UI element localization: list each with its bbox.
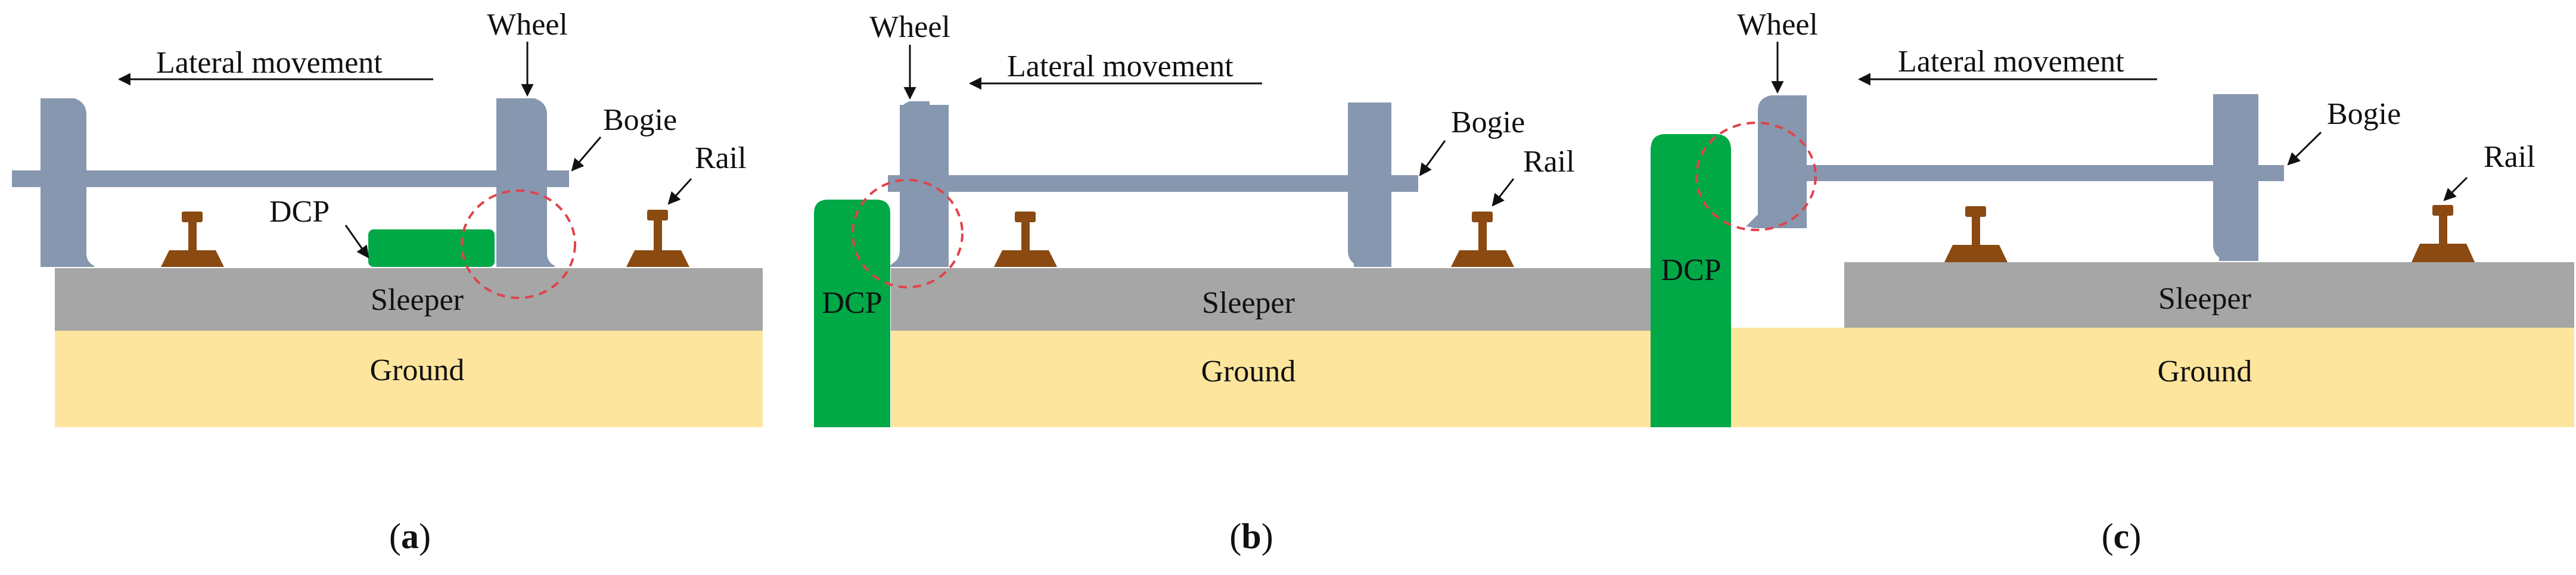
rail-label: Rail bbox=[695, 141, 747, 175]
caption-b: (b) bbox=[1229, 517, 1273, 556]
wheel-right-flange bbox=[2213, 95, 2221, 113]
panel-c: Wheel Lateral movement Bogie Rail DCP Sl… bbox=[1651, 8, 2574, 556]
bogie-pointer bbox=[2287, 131, 2322, 166]
wheel-right bbox=[496, 98, 555, 267]
rail-label: Rail bbox=[2484, 140, 2535, 174]
ground-label: Ground bbox=[1201, 355, 1296, 388]
rail-label: Rail bbox=[1523, 145, 1575, 179]
rail-left bbox=[161, 212, 224, 267]
caption-open: ( bbox=[389, 517, 401, 556]
caption-open: ( bbox=[1229, 517, 1241, 556]
bogie-pointer bbox=[1419, 140, 1446, 176]
wheel-left bbox=[41, 98, 94, 267]
rail-right bbox=[2412, 205, 2475, 262]
sleeper-block bbox=[891, 268, 1657, 331]
bogie-axle bbox=[1782, 165, 2284, 181]
wheel-left-flange bbox=[1746, 215, 1758, 228]
sleeper-label: Sleeper bbox=[371, 283, 464, 317]
panel-a: Wheel Lateral movement Bogie Rail DCP Sl… bbox=[12, 8, 763, 556]
contact-circle bbox=[852, 179, 964, 288]
rail-right bbox=[1451, 212, 1514, 267]
dcp-label: DCP bbox=[1661, 253, 1721, 287]
caption-c: (c) bbox=[2102, 517, 2142, 556]
wheel-label: Wheel bbox=[487, 8, 568, 42]
rail-left bbox=[1944, 206, 2008, 262]
bogie-pointer bbox=[571, 136, 602, 172]
lateral-movement-label: Lateral movement bbox=[1007, 49, 1233, 83]
wheel-right bbox=[1348, 102, 1391, 267]
sleeper-label: Sleeper bbox=[2158, 282, 2251, 316]
bogie-axle bbox=[12, 170, 569, 187]
caption-close: ) bbox=[1261, 517, 1273, 556]
dcp-label: DCP bbox=[269, 195, 330, 229]
panel-b: Wheel Lateral movement Bogie Rail DCP Sl… bbox=[814, 10, 1657, 556]
wheel-left bbox=[1752, 95, 1807, 228]
bogie-label: Bogie bbox=[1451, 105, 1525, 139]
caption-close: ) bbox=[2129, 517, 2141, 556]
caption-letter: c bbox=[2114, 517, 2130, 556]
rail-pointer bbox=[1491, 178, 1515, 207]
caption-letter: b bbox=[1241, 517, 1261, 556]
bogie-axle bbox=[888, 175, 1418, 192]
sleeper-block bbox=[55, 268, 763, 331]
lateral-movement-label: Lateral movement bbox=[156, 46, 383, 80]
sleeper-label: Sleeper bbox=[1202, 286, 1295, 320]
lateral-movement-label: Lateral movement bbox=[1898, 45, 2124, 79]
ground-block bbox=[55, 331, 763, 427]
ground-label: Ground bbox=[2158, 355, 2252, 388]
dcp-label: DCP bbox=[822, 286, 882, 320]
dcp-block bbox=[1651, 134, 1731, 427]
caption-letter: a bbox=[401, 517, 419, 556]
wheel-right-flange bbox=[1348, 102, 1356, 119]
wheel-label: Wheel bbox=[1737, 8, 1818, 42]
sleeper-block bbox=[1844, 262, 2574, 328]
caption-a: (a) bbox=[389, 517, 431, 556]
rail-pointer bbox=[667, 178, 692, 205]
bogie-label: Bogie bbox=[2327, 97, 2401, 131]
rail-pointer bbox=[2443, 176, 2468, 201]
caption-open: ( bbox=[2102, 517, 2114, 556]
caption-close: ) bbox=[419, 517, 431, 556]
wheel-left-rim bbox=[900, 105, 949, 267]
dcp-block bbox=[368, 229, 495, 267]
rail-left bbox=[994, 212, 1057, 267]
contact-circle bbox=[461, 189, 576, 299]
dcp-pointer bbox=[344, 225, 369, 259]
dcp-block bbox=[814, 200, 890, 427]
wheel-label: Wheel bbox=[869, 10, 950, 44]
ground-block bbox=[891, 331, 1657, 427]
contact-circle bbox=[1695, 122, 1817, 231]
ground-label: Ground bbox=[370, 353, 465, 387]
ground-block bbox=[1731, 328, 2574, 427]
bogie-label: Bogie bbox=[603, 103, 677, 137]
wheel-right bbox=[2213, 94, 2258, 261]
rail-right bbox=[626, 210, 689, 267]
